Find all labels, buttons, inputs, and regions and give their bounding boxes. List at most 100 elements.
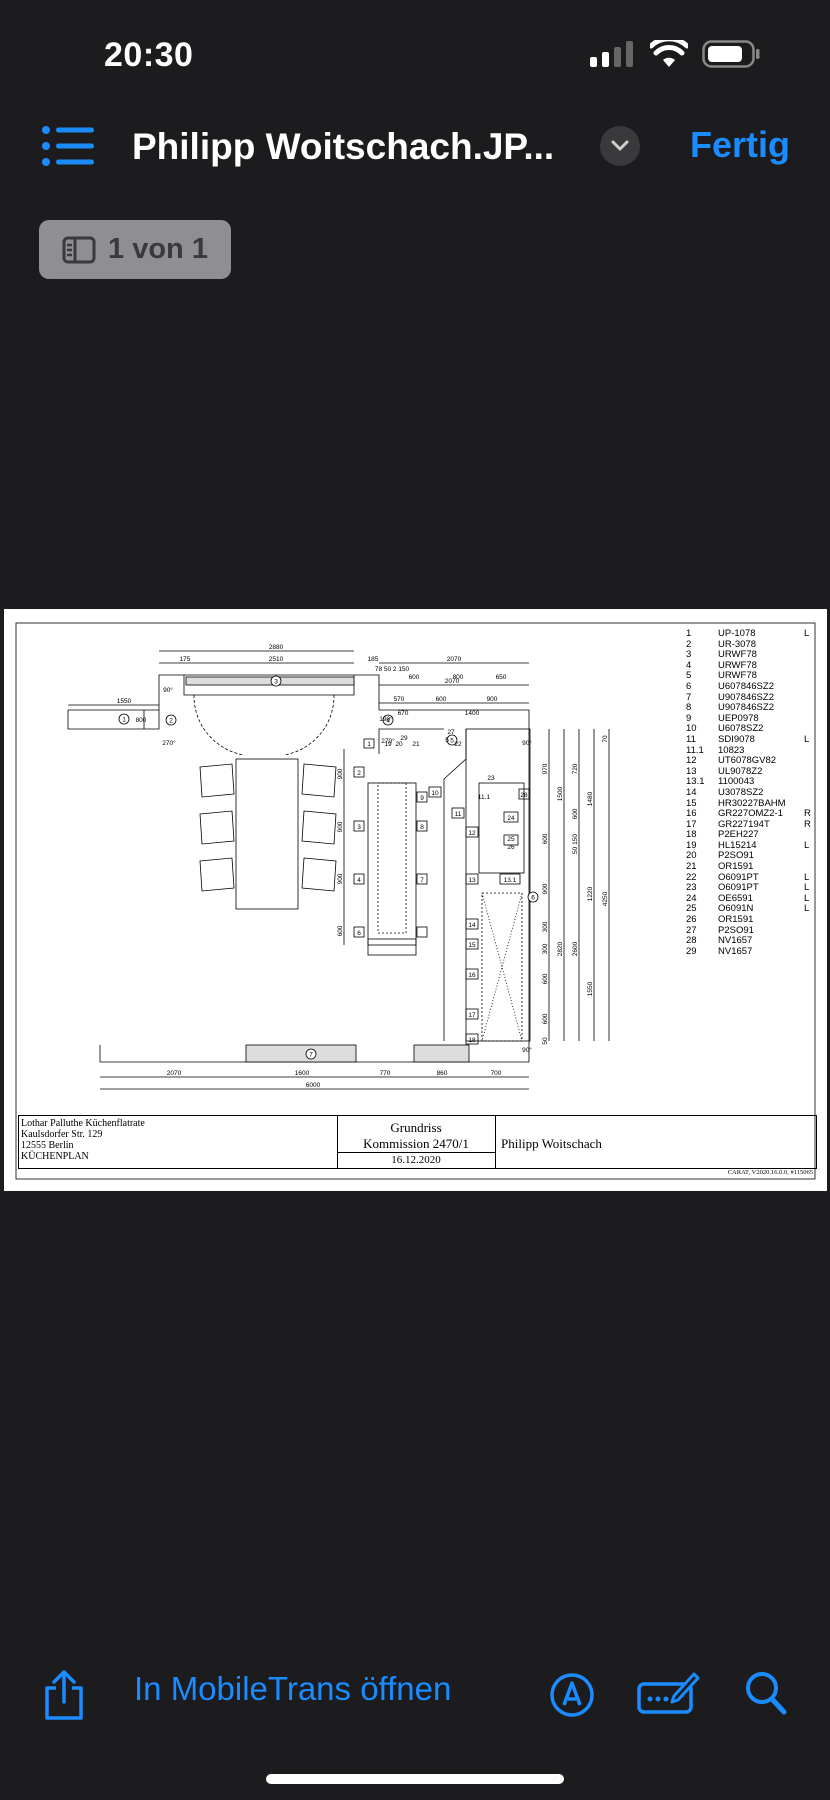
- legend-number: 7: [686, 691, 692, 703]
- unit-label: 8: [420, 824, 424, 831]
- legend-side: [804, 640, 816, 651]
- company-line: KÜCHENPLAN: [21, 1151, 89, 1162]
- search-icon[interactable]: [744, 1670, 788, 1716]
- battery-icon: [702, 40, 760, 68]
- company-info: Lothar Palluthe Küchenflatrate Kaulsdorf…: [21, 1118, 145, 1162]
- form-icon[interactable]: [636, 1668, 700, 1718]
- legend-number: 20: [686, 850, 697, 862]
- page-indicator[interactable]: 1 von 1: [39, 220, 231, 279]
- markup-icon[interactable]: [549, 1672, 595, 1718]
- dimension-label: 90°: [163, 686, 173, 694]
- legend-number: 15: [686, 797, 697, 809]
- legend-number: 12: [686, 755, 697, 767]
- unit-label: 21: [412, 741, 420, 748]
- legend-side: [804, 650, 816, 661]
- document-title[interactable]: Philipp Woitschach.JP...: [132, 126, 555, 167]
- legend-side: L: [804, 882, 810, 894]
- unit-label: 12: [468, 830, 476, 837]
- legend-code: OR1591: [718, 861, 754, 873]
- dimension-label: 1550: [117, 698, 132, 705]
- legend-code: URWF78: [718, 649, 757, 661]
- legend-number: 28: [686, 935, 697, 947]
- legend-code: URWF78: [718, 670, 757, 682]
- legend-side: [804, 756, 816, 767]
- unit-label: 20: [395, 741, 403, 748]
- legend-code: OR1591: [718, 914, 754, 926]
- legend-side: [804, 915, 816, 926]
- legend-code: NV1657: [718, 935, 753, 947]
- plan-title: Grundriss: [390, 1120, 442, 1135]
- legend-number: 4: [686, 659, 692, 671]
- dimension-label: 2880: [269, 644, 284, 651]
- company-line: Kaulsdorfer Str. 129: [21, 1129, 103, 1140]
- legend-code: HL15214: [718, 839, 757, 851]
- wall-circle-label: 7: [309, 1052, 313, 1059]
- legend-number: 26: [686, 914, 697, 926]
- legend-code: URWF78: [718, 659, 757, 671]
- dimension-label: 1400: [465, 710, 480, 717]
- unit-label: 29: [400, 735, 408, 742]
- wall-circle-label: 1: [122, 717, 126, 724]
- legend-side: [804, 947, 816, 958]
- legend-code: O6091PT: [718, 871, 759, 883]
- dimension-label: 720: [572, 763, 579, 774]
- legend-side: L: [804, 871, 810, 883]
- legend-code: UP-1078: [718, 628, 756, 639]
- legend-side: L: [804, 733, 810, 745]
- legend-code: U907846SZ2: [718, 702, 774, 714]
- page-count: 1 von 1: [108, 233, 208, 265]
- dimension-label: 2070: [445, 678, 460, 685]
- dimension-label: 190°: [379, 715, 393, 723]
- home-indicator[interactable]: [266, 1774, 564, 1784]
- legend-side: R: [804, 808, 811, 820]
- unit-label: 4: [357, 877, 361, 884]
- title-menu-button[interactable]: [600, 126, 640, 166]
- legend-row: 15 HR30227BAHM: [686, 797, 816, 810]
- legend-code: O6091N: [718, 903, 754, 915]
- dimension-label: 860: [437, 1070, 448, 1077]
- legend-number: 8: [686, 702, 692, 714]
- legend-code: 10823: [718, 744, 745, 756]
- legend-row: 16 GR227OMZ2-1 R: [686, 808, 816, 820]
- share-icon[interactable]: [42, 1670, 86, 1722]
- dimension-label: 600: [409, 674, 420, 681]
- legend-code: P2SO91: [718, 850, 754, 862]
- legend-number: 9: [686, 712, 692, 724]
- legend-code: UT6078GV82: [718, 755, 777, 767]
- dimension-label: 185: [368, 656, 379, 663]
- legend-side: [804, 746, 816, 757]
- dimension-label: 670: [398, 710, 409, 717]
- legend-side: L: [804, 903, 810, 915]
- unit-label: 11: [455, 811, 462, 818]
- unit-label: 25: [507, 836, 515, 843]
- open-in-app-button[interactable]: In MobileTrans öffnen: [134, 1670, 452, 1707]
- dimension-label: 50 150: [572, 834, 579, 854]
- legend-number: 24: [686, 892, 697, 904]
- list-icon[interactable]: [42, 126, 94, 166]
- commission: Kommission 2470/1: [363, 1136, 469, 1151]
- document-preview[interactable]: 1 2 3 4 5 6 7 1 2 3 4 5 6 7 8 9 10 11 11…: [4, 609, 827, 1191]
- legend-number: 13: [686, 765, 697, 777]
- unit-label: 26: [507, 844, 515, 851]
- legend-number: 1: [686, 628, 692, 639]
- divider: [337, 1152, 495, 1153]
- legend-code: HR30227BAHM: [718, 797, 786, 809]
- legend-number: 16: [686, 808, 697, 820]
- customer-name: Philipp Woitschach: [501, 1136, 602, 1151]
- legend-code: GR227OMZ2-1: [718, 808, 783, 820]
- dimension-label: 600: [542, 833, 549, 844]
- dimension-label: 90°: [522, 739, 532, 747]
- done-button[interactable]: Fertig: [689, 124, 790, 165]
- unit-label: 6: [357, 930, 361, 937]
- unit-label: 28: [520, 792, 528, 799]
